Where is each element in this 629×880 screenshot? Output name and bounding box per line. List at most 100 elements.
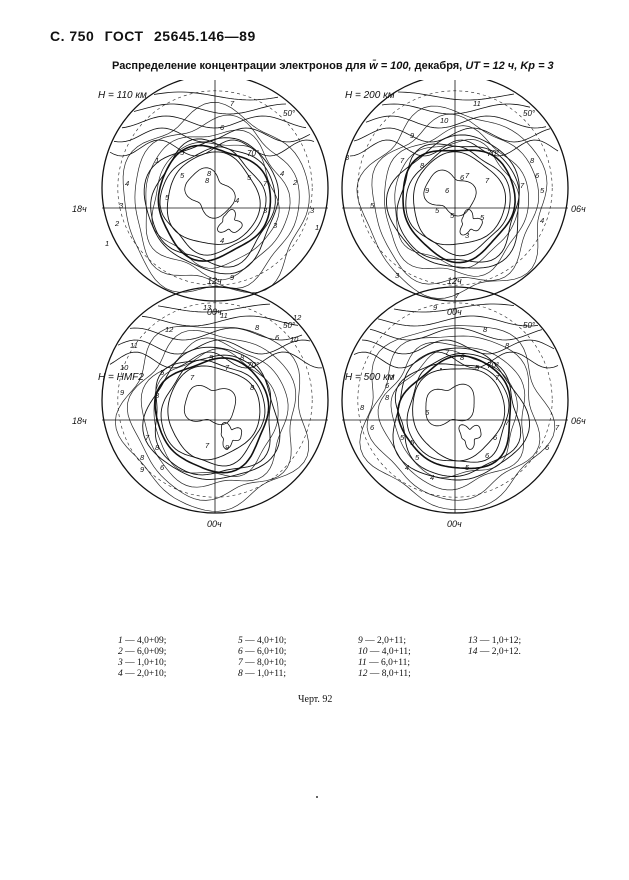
title-month: декабря,: [414, 60, 463, 72]
contour-number-label: 1: [155, 156, 159, 165]
legend-entry: 4 — 2,0+10;: [118, 669, 167, 679]
title-kp: Kp = 3: [520, 60, 554, 72]
contour-number-label: 13: [203, 303, 212, 312]
contour-number-label: 5: [247, 173, 252, 182]
contour-number-label: 4: [235, 196, 239, 205]
legend-column: 1 — 4,0+09; 2 — 6,0+09; 3 — 1,0+10; 4 — …: [118, 636, 238, 680]
legend-entry: 11 — 6,0+11;: [358, 658, 411, 668]
contour-number-label: 4: [125, 179, 129, 188]
contour-line: [365, 115, 547, 129]
contour-line: [353, 127, 551, 143]
scan-speck: [316, 796, 318, 798]
latitude-ring: [117, 302, 313, 498]
contour-number-label: 5: [475, 363, 480, 372]
contour-line: [220, 422, 243, 450]
contour-line: [109, 139, 315, 157]
contour-number-label: 11: [473, 99, 481, 108]
contour-line: [121, 115, 307, 129]
contour-line: [413, 151, 507, 246]
contour-number-label: 7: [555, 423, 560, 432]
contour-line: [145, 129, 291, 281]
title-w: w̄ = 100,: [369, 60, 412, 72]
page-header: С. 750 ГОСТ 25645.146—89: [50, 28, 262, 44]
contour-number-label: 8: [140, 453, 145, 462]
contour-line: [381, 103, 531, 115]
contour-number-label: 7: [263, 179, 268, 188]
contour-number-label: 11: [220, 311, 228, 320]
legend-entry: 1 — 4,0+09;: [118, 636, 167, 646]
contour-number-label: 5: [435, 206, 440, 215]
contour-number-label: 10: [290, 335, 299, 344]
contour-line: [126, 329, 297, 501]
contour-number-label: 7: [505, 418, 510, 427]
legend-entry: 7 — 8,0+10;: [238, 658, 287, 668]
contour-number-label: 1: [105, 239, 109, 248]
contour-number-label: 3: [465, 231, 470, 240]
contour-line: [394, 353, 522, 477]
contour-number-label: 5: [425, 408, 430, 417]
contour-number-label: 4: [280, 169, 284, 178]
contour-line: [153, 348, 279, 477]
contour-line: [458, 424, 482, 450]
contour-line: [166, 151, 261, 245]
contour-line: [183, 384, 237, 426]
contour-number-label: 6: [493, 433, 498, 442]
contour-line: [371, 113, 540, 285]
standard-label: ГОСТ: [104, 28, 144, 44]
contour-number-label: 9: [230, 273, 235, 282]
contour-line: [359, 325, 556, 511]
contour-number-label: 2: [292, 178, 298, 187]
standard-number: 25645.146—89: [154, 28, 256, 44]
contour-line: [377, 315, 539, 327]
contour-legend: 1 — 4,0+09; 2 — 6,0+09; 3 — 1,0+10; 4 — …: [118, 636, 558, 680]
contour-number-label: 8: [460, 353, 465, 362]
panel-height-label: H = 500 км: [345, 372, 395, 383]
polar-panel: H = 200 км12ч00ч06ч50°70°111098786597567…: [341, 64, 586, 317]
contour-line: [153, 91, 279, 101]
contour-line: [134, 114, 300, 289]
panel-right-label: 06ч: [571, 416, 586, 426]
contour-line: [142, 346, 281, 480]
contour-number-label: 5: [465, 463, 470, 472]
contour-number-label: 7: [455, 291, 460, 300]
contour-line: [349, 139, 559, 157]
contour-line: [390, 349, 518, 479]
contour-number-label: 6: [445, 186, 450, 195]
contour-number-label: 9: [140, 465, 145, 474]
figure-caption: Черт. 92: [298, 694, 333, 705]
contour-number-label: 7: [390, 373, 395, 382]
legend-entry: 9 — 2,0+11;: [358, 636, 407, 646]
contour-line: [394, 139, 520, 269]
contour-number-label: 8: [530, 156, 535, 165]
title-text: Распределение концентрации электронов дл…: [112, 60, 367, 72]
contour-number-label: 5: [410, 438, 415, 447]
contour-number-label: 9: [433, 303, 438, 312]
polar-panel: H = 110 км12ч00ч18ч50°70°765432155784531…: [72, 64, 329, 317]
contour-number-label: 7: [205, 441, 210, 450]
contour-number-label: 6: [485, 451, 490, 460]
contour-line: [159, 146, 267, 256]
legend-entry: 2 — 6,0+09;: [118, 647, 167, 657]
contour-number-label: 4: [430, 473, 434, 482]
contour-number-label: 5: [180, 171, 185, 180]
contour-number-label: 8: [360, 403, 365, 412]
contour-line: [143, 137, 280, 275]
contour-line: [356, 105, 548, 299]
latitude-ring: [117, 90, 313, 286]
contour-number-label: 3: [273, 221, 278, 230]
contour-line: [392, 347, 530, 481]
panel-left-label: 18ч: [72, 416, 87, 426]
contour-number-label: 8: [155, 443, 160, 452]
contour-line: [393, 303, 515, 313]
contour-number-label: 6: [545, 443, 550, 452]
contour-number-label: 7: [485, 176, 490, 185]
contour-number-label: 3: [263, 206, 268, 215]
contour-number-label: 12: [293, 313, 302, 322]
latitude-label: 50°: [283, 109, 296, 118]
contour-number-label: 5: [160, 368, 165, 377]
contour-line: [133, 103, 287, 115]
inner-latitude-label: 70°: [487, 149, 500, 158]
contour-line: [154, 357, 270, 474]
contour-number-label: 1: [315, 223, 319, 232]
